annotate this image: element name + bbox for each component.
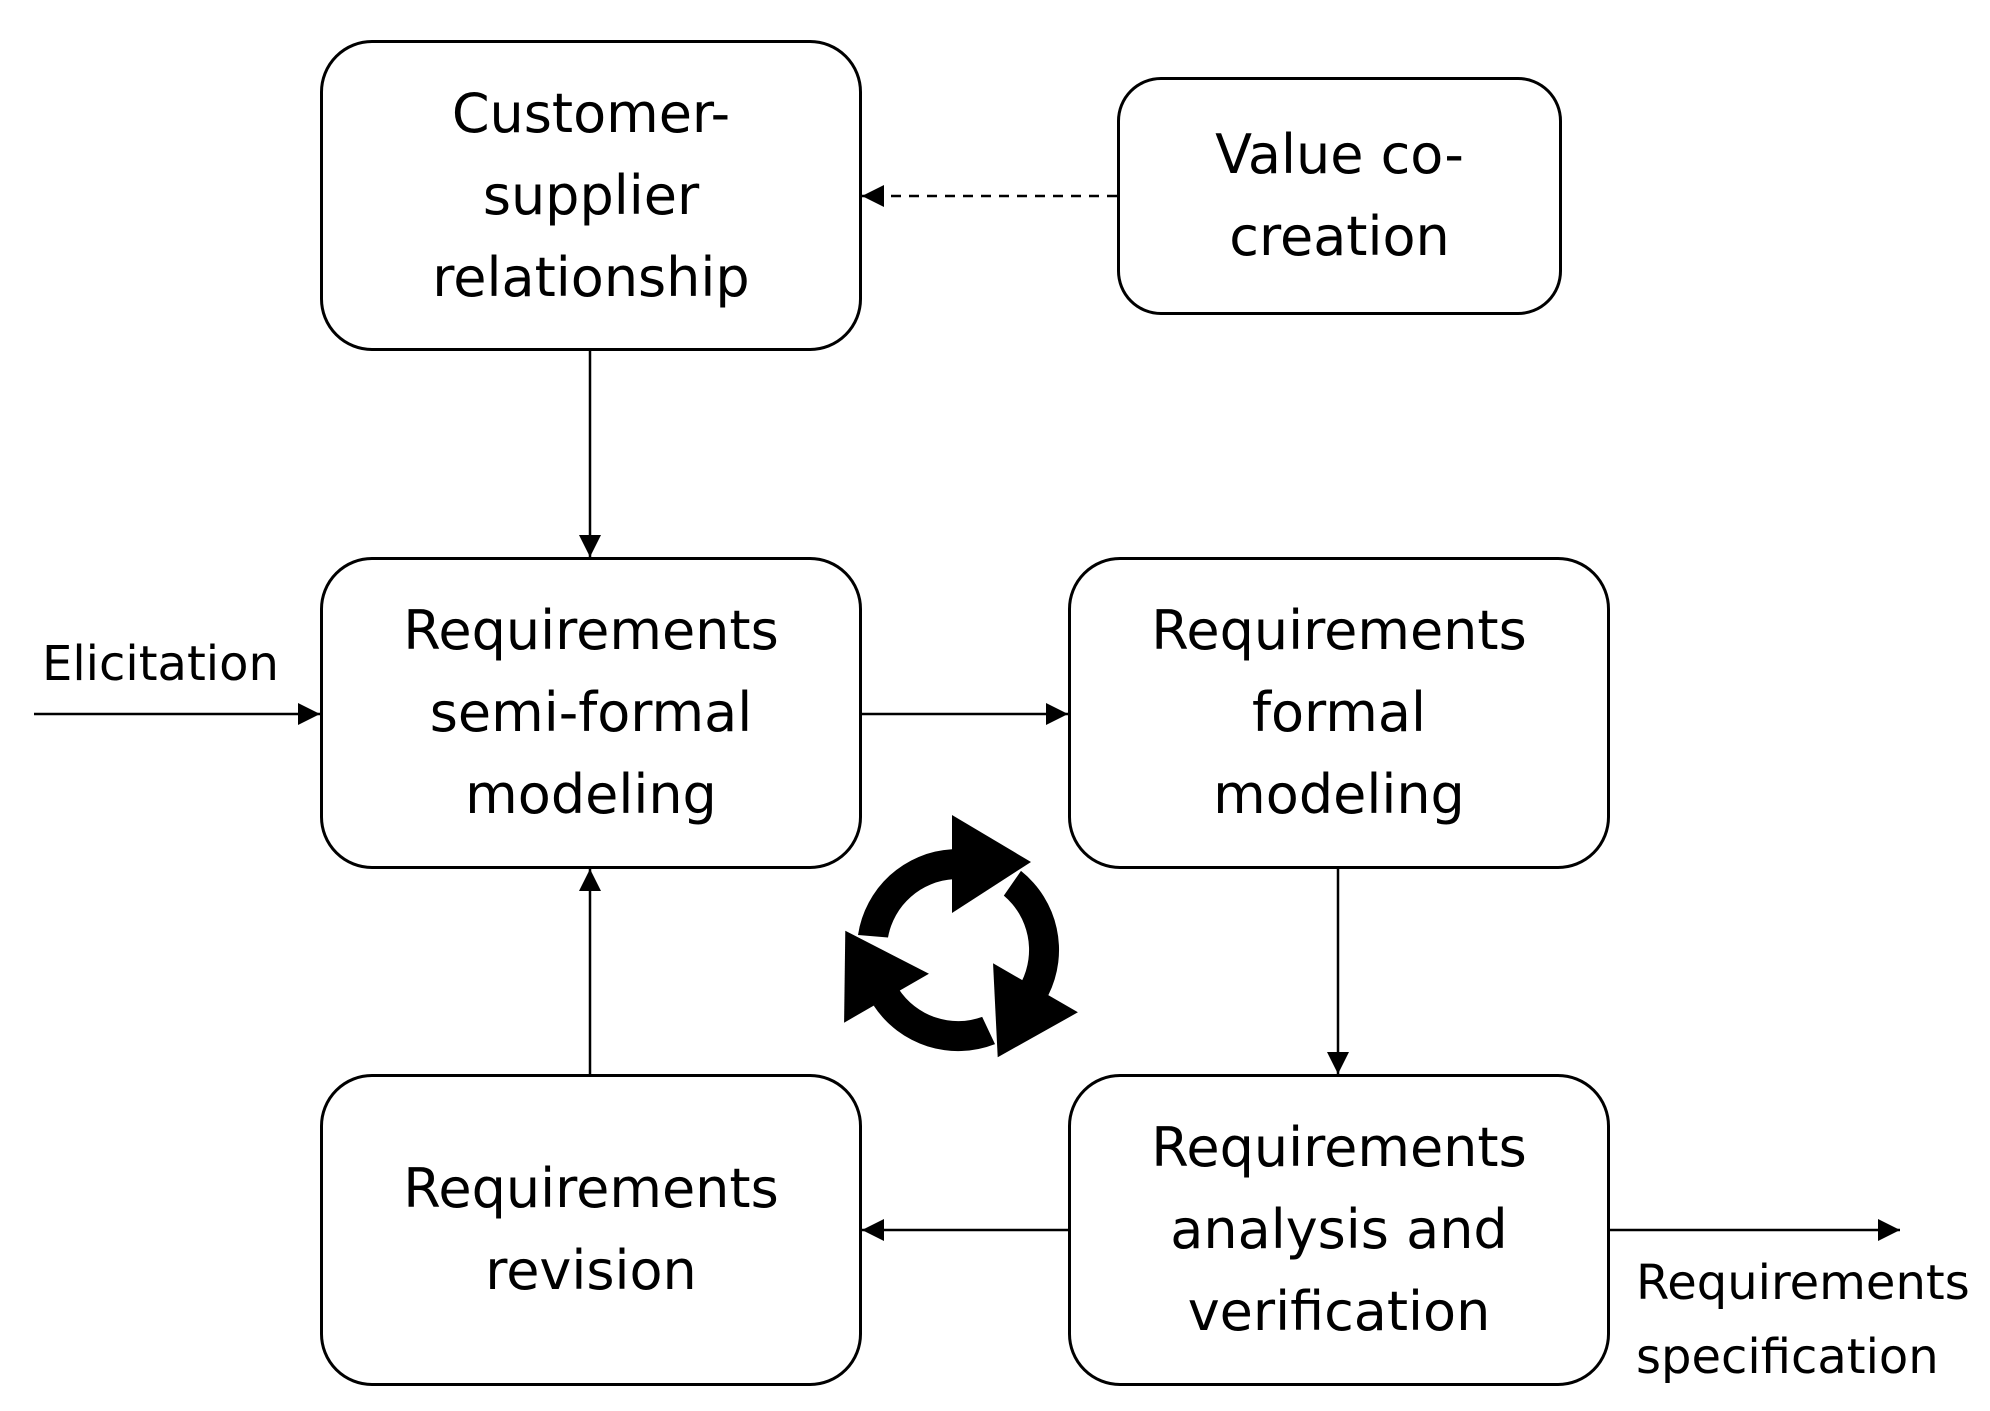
cycle-arrow-segment-2 bbox=[993, 870, 1078, 1058]
label-line: specification bbox=[1636, 1329, 1939, 1385]
box-line: Customer- bbox=[451, 81, 731, 145]
box-requirements-analysis-verification: Requirements analysis and verification bbox=[1068, 1074, 1610, 1386]
box-customer-supplier-relationship: Customer- supplier relationship bbox=[320, 40, 862, 351]
box-line: semi-formal bbox=[429, 681, 753, 744]
box-line: analysis and bbox=[1170, 1198, 1508, 1261]
box-line: verification bbox=[1187, 1280, 1491, 1343]
box-line: Requirements bbox=[1151, 599, 1527, 662]
box-line: relationship bbox=[432, 245, 750, 309]
box-line: creation bbox=[1229, 205, 1450, 268]
box-value-cocreation: Value co- creation bbox=[1117, 77, 1562, 315]
box-line: Value co- bbox=[1215, 123, 1464, 186]
box-line: Requirements bbox=[403, 599, 779, 662]
box-line: formal bbox=[1252, 681, 1426, 744]
box-line: revision bbox=[485, 1239, 697, 1302]
box-requirements-semi-formal-modeling: Requirements semi-formal modeling bbox=[320, 557, 862, 869]
cycle-arrow-segment-3 bbox=[844, 930, 996, 1052]
label-requirements-specification: Requirements specification bbox=[1636, 1246, 1970, 1394]
box-requirements-revision: Requirements revision bbox=[320, 1074, 862, 1386]
box-line: Requirements bbox=[1151, 1116, 1527, 1179]
box-line: supplier bbox=[482, 163, 700, 227]
cycle-arrow-segment-1 bbox=[858, 815, 1031, 938]
label-line: Requirements bbox=[1636, 1255, 1970, 1311]
cycle-arrows-icon bbox=[844, 815, 1078, 1058]
box-line: Requirements bbox=[403, 1157, 779, 1220]
box-line: modeling bbox=[465, 763, 717, 826]
box-line: modeling bbox=[1213, 763, 1465, 826]
box-requirements-formal-modeling: Requirements formal modeling bbox=[1068, 557, 1610, 869]
label-elicitation: Elicitation bbox=[42, 636, 279, 692]
